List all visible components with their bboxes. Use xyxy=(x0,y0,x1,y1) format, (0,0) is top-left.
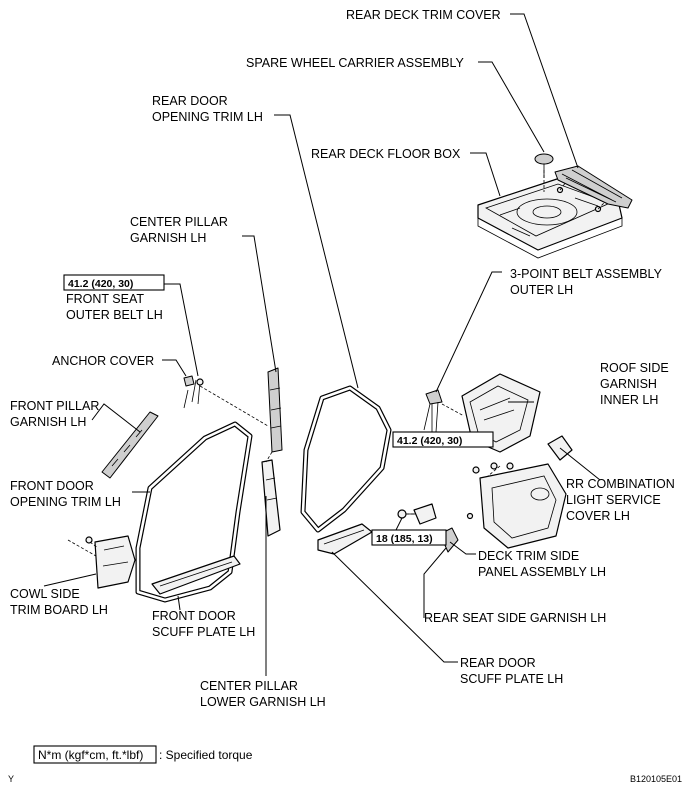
label-front-pillar-garnish-2: GARNISH LH xyxy=(10,415,86,429)
label-center-pillar-garnish-1: CENTER PILLAR xyxy=(130,215,228,229)
label-three-point-belt-2: OUTER LH xyxy=(510,283,573,297)
three-point-belt-drawing xyxy=(423,389,443,433)
label-rear-seat-side-garnish: REAR SEAT SIDE GARNISH LH xyxy=(424,611,606,625)
label-roof-side-garnish-3: INNER LH xyxy=(600,393,658,407)
label-three-point-belt-1: 3-POINT BELT ASSEMBLY xyxy=(510,267,663,281)
label-rr-combination-1: RR COMBINATION xyxy=(566,477,675,491)
front-seat-belt-drawing xyxy=(183,375,204,409)
figure-code: B120105E01 xyxy=(630,774,682,784)
alignment-lines xyxy=(67,170,605,557)
part-labels: REAR DECK TRIM COVER SPARE WHEEL CARRIER… xyxy=(10,8,675,709)
rear-deck-floor-box-drawing xyxy=(477,177,623,259)
label-front-door-scuff-1: FRONT DOOR xyxy=(152,609,236,623)
label-roof-side-garnish-1: ROOF SIDE xyxy=(600,361,669,375)
front-door-opening-trim-drawing xyxy=(135,421,253,603)
label-center-pillar-garnish-2: GARNISH LH xyxy=(130,231,206,245)
label-rear-door-opening-trim-1: REAR DOOR xyxy=(152,94,228,108)
label-anchor-cover: ANCHOR COVER xyxy=(52,354,154,368)
label-cowl-side-1: COWL SIDE xyxy=(10,587,80,601)
label-rear-deck-trim-cover: REAR DECK TRIM COVER xyxy=(346,8,501,22)
label-front-door-opening-trim-1: FRONT DOOR xyxy=(10,479,94,493)
label-front-door-scuff-2: SCUFF PLATE LH xyxy=(152,625,255,639)
legend-text: : Specified torque xyxy=(159,748,253,762)
torque-legend: N*m (kgf*cm, ft.*lbf) : Specified torque xyxy=(33,745,253,764)
rear-deck-trim-cover-drawing xyxy=(554,165,633,209)
label-front-seat-outer-belt-2: OUTER BELT LH xyxy=(66,308,163,322)
label-rear-door-scuff-2: SCUFF PLATE LH xyxy=(460,672,563,686)
label-rr-combination-3: COVER LH xyxy=(566,509,630,523)
label-roof-side-garnish-2: GARNISH xyxy=(600,377,657,391)
label-front-door-opening-trim-2: OPENING TRIM LH xyxy=(10,495,121,509)
rear-door-opening-trim-drawing xyxy=(300,385,392,533)
legend-unit-box: N*m (kgf*cm, ft.*lbf) xyxy=(38,748,143,762)
torque-specs: 41.2 (420, 30) 41.2 (420, 30) 18 (185, 1… xyxy=(63,274,494,546)
torque-rear-seat-side-value: 18 (185, 13) xyxy=(376,533,433,545)
label-deck-trim-side-2: PANEL ASSEMBLY LH xyxy=(478,565,606,579)
torque-front-belt: 41.2 (420, 30) xyxy=(63,274,165,291)
label-rr-combination-2: LIGHT SERVICE xyxy=(566,493,661,507)
torque-rear-belt: 41.2 (420, 30) xyxy=(392,431,494,448)
deck-trim-side-panel-drawing xyxy=(472,462,567,549)
torque-front-belt-value: 41.2 (420, 30) xyxy=(68,278,133,290)
torque-rear-belt-value: 41.2 (420, 30) xyxy=(397,435,462,447)
footer-left-mark: Y xyxy=(8,774,14,784)
label-center-pillar-lower-1: CENTER PILLAR xyxy=(200,679,298,693)
cowl-side-trim-drawing xyxy=(85,535,136,589)
label-center-pillar-lower-2: LOWER GARNISH LH xyxy=(200,695,326,709)
label-spare-wheel-carrier: SPARE WHEEL CARRIER ASSEMBLY xyxy=(246,56,465,70)
label-rear-door-opening-trim-2: OPENING TRIM LH xyxy=(152,110,263,124)
label-cowl-side-2: TRIM BOARD LH xyxy=(10,603,108,617)
front-pillar-garnish-drawing xyxy=(101,411,159,479)
front-door-scuff-plate-drawing xyxy=(151,555,241,595)
label-front-pillar-garnish-1: FRONT PILLAR xyxy=(10,399,99,413)
leader-lines xyxy=(43,13,601,676)
center-pillar-lower-garnish-drawing xyxy=(261,459,281,537)
torque-rear-seat-side: 18 (185, 13) xyxy=(371,529,447,546)
rear-door-scuff-plate-drawing xyxy=(317,523,373,555)
center-pillar-garnish-drawing xyxy=(267,367,283,453)
label-front-seat-outer-belt-1: FRONT SEAT xyxy=(66,292,144,306)
label-rear-door-scuff-1: REAR DOOR xyxy=(460,656,536,670)
label-rear-deck-floor-box: REAR DECK FLOOR BOX xyxy=(311,147,461,161)
label-deck-trim-side-1: DECK TRIM SIDE xyxy=(478,549,579,563)
